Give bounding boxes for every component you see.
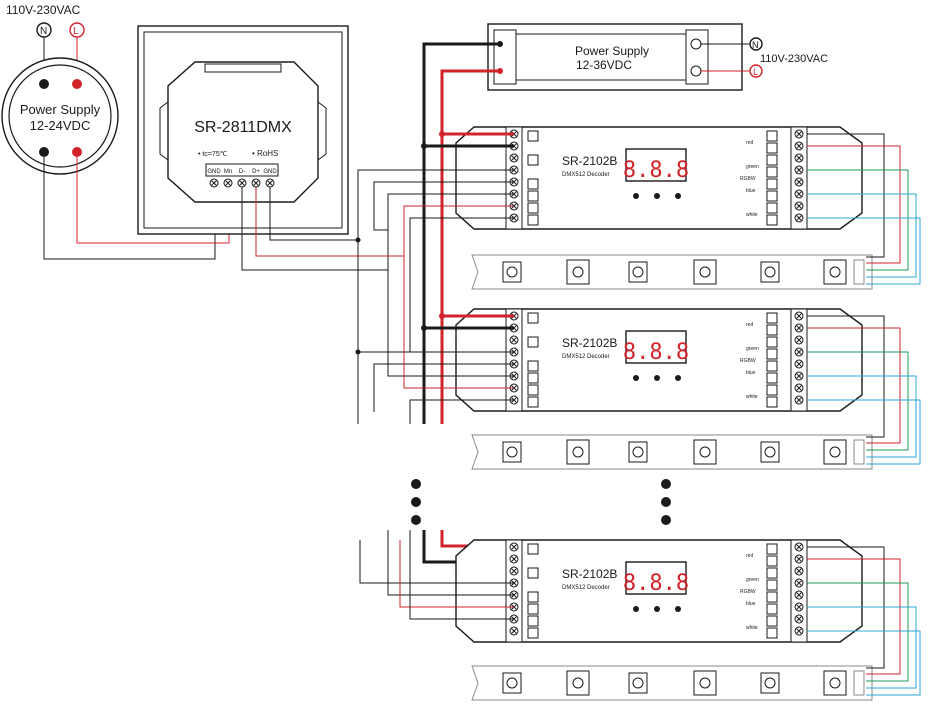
decoder-1-subtitle: DMX512 Decoder	[562, 172, 610, 178]
decoder-2-model: SR-2102B	[562, 336, 617, 350]
decoder-2-rgbw: RGBW	[740, 358, 756, 364]
decoder-1-out-green: green	[746, 164, 759, 170]
decoder-2-out-green: green	[746, 346, 759, 352]
decoder-2-display: 8.8.8	[623, 340, 689, 365]
decoder-1-model: SR-2102B	[562, 154, 617, 168]
ps-small-line2: 12-24VDC	[30, 118, 91, 133]
ps-main-live-letter: L	[753, 67, 758, 77]
led-strip-1	[471, 254, 873, 290]
controller-terminal-3: D-	[239, 169, 245, 175]
controller-terminal-5: GND	[263, 169, 277, 175]
live-terminal-icon: L	[69, 22, 85, 38]
neutral-terminal-icon: N	[36, 22, 52, 38]
ps-main-line2: 12-36VDC	[576, 58, 632, 72]
decoder-1: SR-2102B DMX512 Decoder 8.8.8 red green …	[456, 127, 862, 229]
decoder-1-out-white: white	[746, 212, 758, 218]
ps-main-neutral-icon: N	[749, 37, 763, 51]
led-strip-3	[471, 665, 873, 701]
decoder-1-display: 8.8.8	[623, 158, 689, 183]
controller-terminal-2: Mn	[224, 169, 232, 175]
decoder-3-rgbw: RGBW	[740, 589, 756, 595]
decoder-2-out-red: red	[746, 322, 753, 328]
decoder-2-out-white: white	[746, 394, 758, 400]
decoder-3-out-blue: blue	[746, 601, 756, 607]
decoder-3-out-red: red	[746, 553, 753, 559]
power-supply-main: Power Supply 12-36VDC	[487, 23, 743, 91]
controller-terminal-1: GND	[207, 169, 221, 175]
ps-main-line1: Power Supply	[575, 44, 649, 58]
decoder-3: SR-2102B DMX512 Decoder 8.8.8 red green …	[456, 540, 862, 642]
controller-terminal-4: D+	[252, 169, 260, 175]
decoder-1-rgbw: RGBW	[740, 176, 756, 182]
continuation-dots-left	[411, 479, 421, 525]
continuation-dots-right	[661, 479, 671, 525]
decoder-3-subtitle: DMX512 Decoder	[562, 585, 610, 591]
dmx-controller: SR-2811DMX • tc=75℃ • RoHS GND Mn D- D+ …	[137, 25, 349, 235]
live-terminal-letter: L	[73, 26, 79, 37]
ps-main-neutral-letter: N	[752, 40, 759, 50]
controller-temp: • tc=75℃	[198, 151, 228, 158]
decoder-2-out-blue: blue	[746, 370, 756, 376]
decoder-3-model: SR-2102B	[562, 567, 617, 581]
neutral-terminal-letter: N	[40, 26, 47, 37]
ps-main-ac-label: 110V-230VAC	[760, 53, 828, 65]
decoder-1-out-blue: blue	[746, 188, 756, 194]
power-supply-small: Power Supply 12-24VDC	[1, 57, 119, 175]
decoder-3-out-green: green	[746, 577, 759, 583]
decoder-3-out-white: white	[746, 625, 758, 631]
decoder-3-display: 8.8.8	[623, 571, 689, 596]
decoder-2-subtitle: DMX512 Decoder	[562, 354, 610, 360]
controller-rohs: • RoHS	[252, 149, 278, 158]
decoder-2: SR-2102B DMX512 Decoder 8.8.8 red green …	[456, 309, 862, 411]
led-strip-2	[471, 434, 873, 470]
mains-label: 110V-230VAC	[6, 3, 81, 17]
ps-small-line1: Power Supply	[20, 102, 101, 117]
controller-model: SR-2811DMX	[194, 119, 292, 136]
decoder-1-out-red: red	[746, 140, 753, 146]
ps-main-live-icon: L	[749, 64, 763, 78]
